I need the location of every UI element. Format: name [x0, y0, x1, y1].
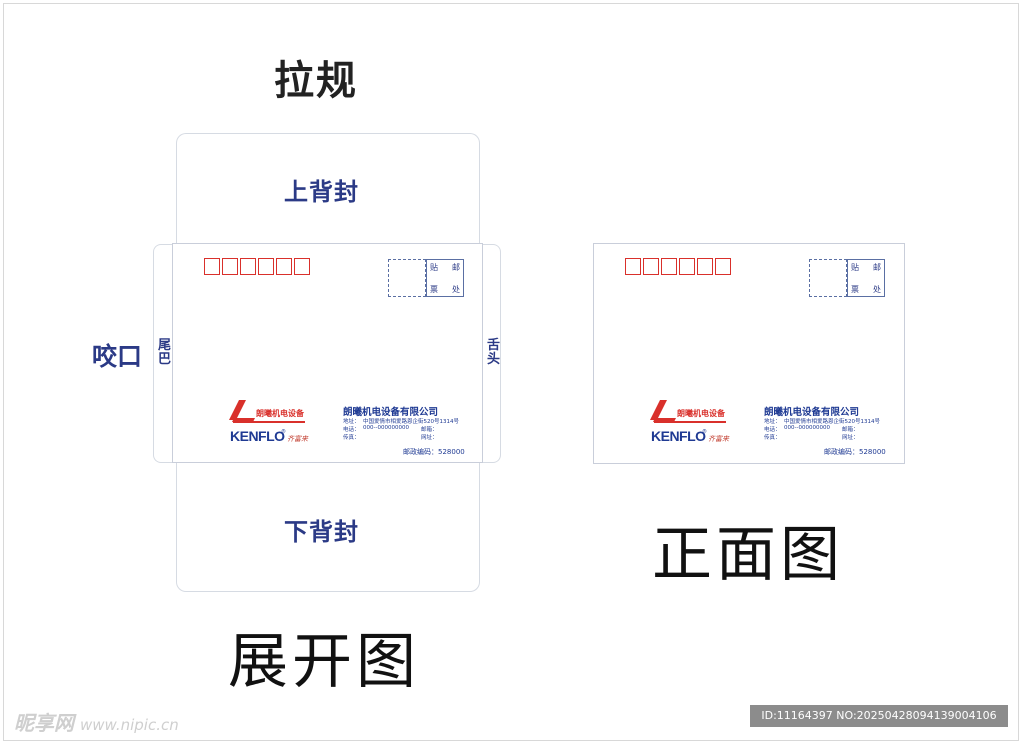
- tongue-label: 舌头: [487, 338, 501, 367]
- website-label: 网址：: [842, 435, 859, 441]
- stamp-char: 票: [430, 285, 438, 294]
- stamp-solid-box: [847, 259, 885, 297]
- front-caption: 正面图: [652, 520, 844, 590]
- page-title: 拉规: [274, 57, 358, 104]
- brand-registered-mark: ®: [281, 429, 286, 435]
- postcode-text: 邮政编码：528000: [403, 448, 465, 456]
- postcode-box: [294, 258, 310, 275]
- phone-label: 电话：: [764, 427, 781, 433]
- right-flap: [481, 244, 501, 463]
- phone-label: 电话：: [343, 427, 360, 433]
- bite-edge-label: 咬口: [92, 342, 143, 371]
- email-label: 邮箱：: [421, 427, 438, 433]
- postcode-box: [679, 258, 695, 275]
- upper-flap: [176, 133, 480, 245]
- brand-registered-mark: ®: [702, 429, 707, 435]
- postcode-box: [697, 258, 713, 275]
- phone-value: 000--000000000: [363, 425, 409, 431]
- watermark-url: www.nipic.cn: [80, 716, 179, 734]
- brand-name: KENFLO: [651, 428, 706, 444]
- postcode-box: [276, 258, 292, 275]
- unfolded-envelope-face: 贴 邮 票 处 朗曦机电设备 KENFLO ® 齐富来 朗曦机电设备有限公司 地…: [172, 243, 483, 463]
- stamp-area: 贴 邮 票 处: [388, 259, 464, 297]
- address-value: 中国爱情市相爱路恩企街520号1314号: [363, 419, 459, 425]
- stamp-solid-box: [426, 259, 464, 297]
- postcode-box: [204, 258, 220, 275]
- image-id-bar: ID:11164397 NO:20250428094139004106: [750, 705, 1008, 727]
- canvas-frame: [3, 3, 1019, 741]
- watermark-site-name: 昵享网: [14, 711, 74, 735]
- address-value: 中国爱情市相爱路恩企街520号1314号: [784, 419, 880, 425]
- brand-name: KENFLO: [230, 428, 285, 444]
- postcode-boxes: [204, 258, 310, 275]
- postcode-box: [643, 258, 659, 275]
- company-name: 朗曦机电设备有限公司: [343, 407, 439, 418]
- postcode-box: [625, 258, 641, 275]
- brand-signature: 齐富来: [287, 435, 308, 443]
- address-label: 地址：: [343, 419, 360, 425]
- stamp-area: 贴 邮 票 处: [809, 259, 885, 297]
- stamp-char: 票: [851, 285, 859, 294]
- lower-flap-label: 下背封: [284, 517, 359, 546]
- postcode-text: 邮政编码：528000: [824, 448, 886, 456]
- stamp-char: 贴: [851, 263, 859, 272]
- left-flap: [153, 244, 173, 463]
- address-label: 地址：: [764, 419, 781, 425]
- stamp-char: 邮: [873, 263, 881, 272]
- logo-underline: [654, 421, 726, 423]
- fax-label: 传真：: [764, 435, 781, 441]
- stamp-char: 处: [873, 285, 881, 294]
- upper-flap-label: 上背封: [284, 177, 359, 206]
- tail-label: 尾巴: [158, 338, 172, 367]
- postcode-box: [661, 258, 677, 275]
- unfolded-caption: 展开图: [228, 627, 420, 697]
- stamp-dashed-box: [809, 259, 847, 297]
- site-watermark: 昵享网 www.nipic.cn: [14, 707, 179, 736]
- postcode-boxes: [625, 258, 731, 275]
- website-label: 网址：: [421, 435, 438, 441]
- company-logo-icon: [229, 400, 255, 422]
- postcode-box: [240, 258, 256, 275]
- stamp-dashed-box: [388, 259, 426, 297]
- lower-flap: [176, 462, 480, 592]
- postcode-box: [715, 258, 731, 275]
- front-envelope-face: 贴 邮 票 处 朗曦机电设备 KENFLO ® 齐富来 朗曦机电设备有限公司 地…: [593, 243, 905, 464]
- postcode-box: [258, 258, 274, 275]
- fax-label: 传真：: [343, 435, 360, 441]
- stamp-char: 处: [452, 285, 460, 294]
- phone-value: 000--000000000: [784, 425, 830, 431]
- postcode-box: [222, 258, 238, 275]
- company-name: 朗曦机电设备有限公司: [764, 407, 860, 418]
- company-logo-icon: [650, 400, 676, 422]
- email-label: 邮箱：: [842, 427, 859, 433]
- logo-chinese-name: 朗曦机电设备: [256, 409, 304, 418]
- stamp-char: 贴: [430, 263, 438, 272]
- logo-underline: [233, 421, 305, 423]
- stamp-char: 邮: [452, 263, 460, 272]
- brand-signature: 齐富来: [708, 435, 729, 443]
- logo-chinese-name: 朗曦机电设备: [677, 409, 725, 418]
